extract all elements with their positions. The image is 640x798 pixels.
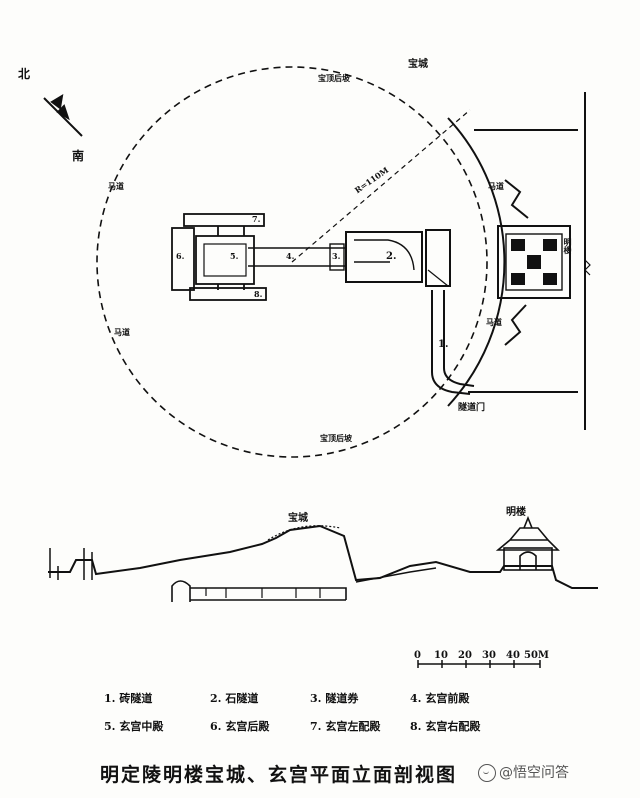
section-label-baocheng: 宝城: [288, 513, 308, 524]
stone-tunnel-path: [431, 290, 471, 395]
scale-tick-0: 0: [414, 650, 421, 661]
underground-palace-plan: [171, 213, 267, 301]
legend-item-7: 7. 玄宫左配殿: [310, 720, 381, 733]
scale-tick-20: 20: [458, 650, 472, 661]
legend-item-4: 4. 玄宫前殿: [410, 692, 470, 705]
scale-tick-50: 50M: [524, 650, 549, 661]
legend-item-2: 2. 石隧道: [210, 692, 259, 705]
plan-label-suidaomen: 隧道门: [458, 403, 486, 413]
section-view: [48, 515, 598, 602]
baocheng-outer-wall: [447, 117, 506, 407]
compass-arrow-icon: [43, 94, 83, 137]
plan-label-madao-rb: 马道: [486, 317, 502, 327]
ming-lou-plan: [497, 225, 571, 299]
plan-label-baoding-north: 宝顶后坡: [318, 73, 350, 83]
legend-item-1: 1. 砖隧道: [104, 692, 153, 705]
courtyard-boundary: [468, 92, 586, 430]
compass-south-label: 南: [72, 149, 85, 163]
radius-line: [291, 109, 471, 263]
plan-label-madao-lb: 马道: [114, 327, 130, 337]
watermark-text: @悟空问答: [499, 765, 569, 781]
legend-item-5: 5. 玄宫中殿: [104, 720, 164, 733]
plan-number-4: 4.: [286, 251, 295, 261]
brick-tunnel-room: [345, 231, 423, 283]
plan-label-minglou: 明楼: [563, 238, 573, 254]
wukong-logo-icon: [478, 764, 496, 782]
mound-top: [267, 525, 341, 541]
plan-label-baoding-south: 宝顶后坡: [320, 433, 352, 443]
baocheng-circle: [96, 66, 488, 458]
plan-number-6: 6.: [176, 251, 185, 261]
plan-number-2: 2.: [386, 251, 397, 262]
scale-tick-30: 30: [482, 650, 496, 661]
legend-item-3: 3. 隧道券: [310, 692, 359, 705]
underground-palace-section: [171, 580, 347, 602]
plan-number-8: 8.: [254, 289, 263, 299]
watermark: @悟空问答: [478, 762, 569, 782]
ming-lou-elevation: [495, 515, 560, 571]
diagram-caption: 明定陵明楼宝城、玄宫平面立面剖视图: [100, 764, 458, 786]
plan-label-baocheng: 宝城: [408, 59, 428, 70]
tunnel-gate-block: [425, 229, 451, 287]
plan-number-1: 1.: [438, 339, 449, 350]
scale-bar: [417, 660, 541, 668]
plan-label-madao-rt: 马道: [488, 181, 504, 191]
legend-item-6: 6. 玄宫后殿: [210, 720, 270, 733]
compass-north-label: 北: [18, 67, 31, 81]
plan-view: [43, 66, 591, 458]
section-ground-line: [48, 524, 598, 589]
plan-number-3: 3.: [332, 251, 341, 261]
plan-number-5: 5.: [230, 251, 239, 261]
scale-tick-10: 10: [434, 650, 448, 661]
plan-number-7: 7.: [252, 214, 261, 224]
scale-tick-40: 40: [506, 650, 520, 661]
section-label-minglou: 明楼: [506, 507, 526, 518]
legend-item-8: 8. 玄宫右配殿: [410, 720, 481, 733]
plan-label-madao-lt: 马道: [108, 181, 124, 191]
